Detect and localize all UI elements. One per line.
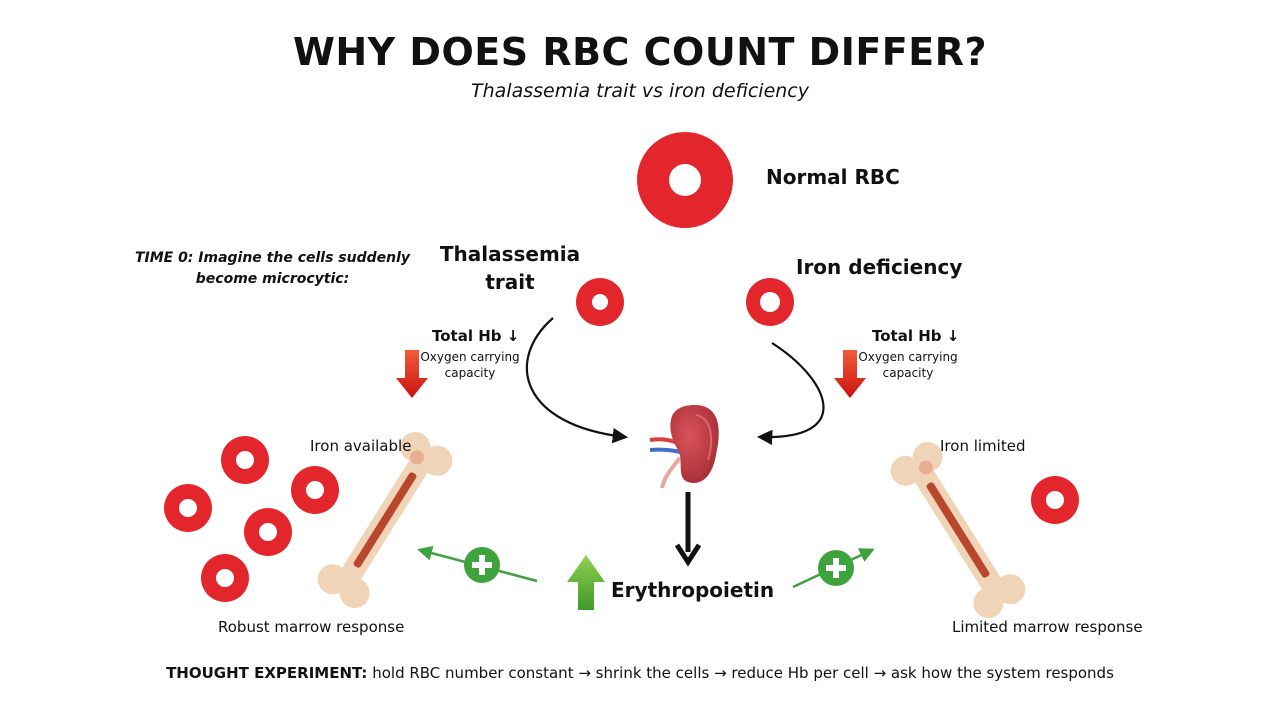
right-total-hb-label: Total Hb ↓ <box>872 327 960 345</box>
left-oxygen-capacity-label: Oxygen carrying capacity <box>420 350 520 380</box>
rbc-cell-icon <box>244 508 292 556</box>
limited-marrow-response-label: Limited marrow response <box>952 618 1143 636</box>
rbc-cell-icon <box>164 484 212 532</box>
left-down-arrow-icon <box>396 350 428 398</box>
right-oxygen-capacity-label: Oxygen carrying capacity <box>858 350 958 380</box>
kidney-icon <box>649 405 719 489</box>
normal-rbc-icon <box>637 132 733 228</box>
erythropoietin-label: Erythropoietin <box>611 578 775 602</box>
left-rbc-cluster <box>164 436 339 602</box>
left-stimulation-arrow <box>417 545 538 583</box>
left-total-hb-label: Total Hb ↓ <box>432 327 520 345</box>
iron-deficiency-microcyte-icon <box>746 278 794 326</box>
right-rbc-cell-icon <box>1031 476 1079 524</box>
robust-marrow-response-label: Robust marrow response <box>218 618 405 636</box>
iron-deficiency-label: Iron deficiency <box>796 255 963 279</box>
page-title: WHY DOES RBC COUNT DIFFER? <box>292 30 988 74</box>
epo-up-arrow-icon <box>567 555 605 610</box>
right-down-arrow-icon <box>834 350 866 398</box>
footer-lead: THOUGHT EXPERIMENT: <box>166 664 368 682</box>
thalassemia-label: Thalassemia trait <box>439 242 581 294</box>
iron-limited-label: Iron limited <box>940 437 1026 455</box>
thalassemia-microcyte-icon <box>576 278 624 326</box>
normal-rbc-label: Normal RBC <box>766 165 900 189</box>
rbc-cell-icon <box>291 466 339 514</box>
time0-note: TIME 0: Imagine the cells suddenly becom… <box>134 250 411 287</box>
page-subtitle: Thalassemia trait vs iron deficiency <box>471 80 809 102</box>
right-plus-icon <box>818 550 854 586</box>
right-bone-icon <box>890 441 1026 619</box>
right-stimulation-arrow <box>792 548 875 589</box>
left-curve-arrow <box>525 317 629 444</box>
thought-experiment-footer: THOUGHT EXPERIMENT: hold RBC number cons… <box>0 664 1280 682</box>
footer-text: hold RBC number constant → shrink the ce… <box>372 664 1114 682</box>
left-plus-icon <box>464 547 500 583</box>
left-bone-icon <box>317 431 453 609</box>
right-curve-arrow <box>756 342 825 446</box>
rbc-cell-icon <box>221 436 269 484</box>
kidney-to-epo-arrow <box>674 492 702 567</box>
iron-available-label: Iron available <box>310 437 412 455</box>
rbc-cell-icon <box>201 554 249 602</box>
